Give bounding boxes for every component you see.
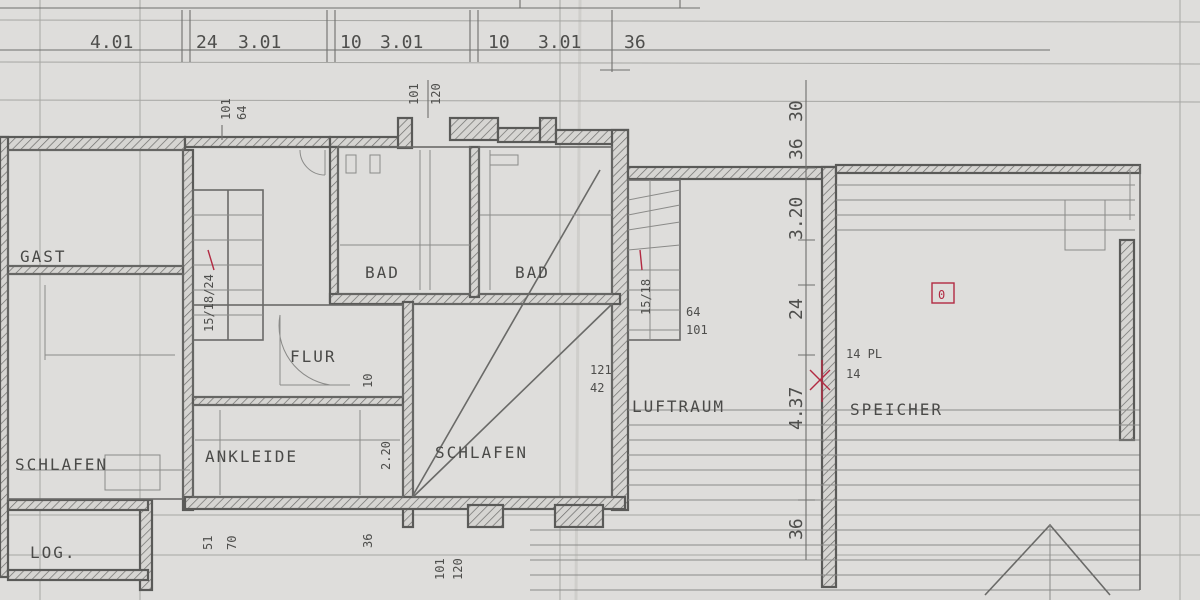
- annotation-rl-top: 14 PL: [846, 347, 882, 361]
- interior-lines: [7, 146, 613, 500]
- dim-bottom-51: 51: [201, 536, 215, 550]
- attic-lines: [530, 165, 1141, 600]
- dim-right-24: 24: [786, 298, 807, 320]
- room-label-luftraum: LUFTRAUM: [632, 397, 725, 416]
- dim-stair-left-64: 64: [235, 106, 249, 120]
- right-vertical-dimensions: [798, 80, 815, 560]
- stair-left-steps: 15/18/24: [202, 274, 216, 332]
- room-label-ankleide: ANKLEIDE: [205, 447, 298, 466]
- top-dimension-line: [0, 0, 1050, 72]
- dim-right-30: 30: [786, 100, 807, 122]
- dim-door-42: 42: [590, 381, 604, 395]
- dim-top-3-01-a: 3.01: [238, 32, 281, 53]
- dim-door-121: 121: [590, 363, 612, 377]
- stair-right: [627, 179, 681, 341]
- room-label-log: LOG.: [30, 543, 77, 562]
- dim-stair-right-101: 101: [686, 323, 708, 337]
- dim-top-24: 24: [196, 32, 218, 53]
- room-label-schlafen-mid: SCHLAFEN: [435, 443, 528, 462]
- dim-stair-right-64: 64: [686, 305, 700, 319]
- dim-bottom-120: 120: [451, 558, 465, 580]
- room-label-schlafen-left: SCHLAFEN: [15, 455, 108, 474]
- dim-top-10-b: 10: [488, 32, 510, 53]
- room-label-flur: FLUR: [290, 347, 337, 366]
- walls: [0, 116, 1142, 592]
- dim-top-3-01-b: 3.01: [380, 32, 423, 53]
- dim-stair-left-101: 101: [219, 98, 233, 120]
- marker-box: [931, 282, 955, 304]
- dim-top-4-01: 4.01: [90, 32, 133, 53]
- dim-top-36: 36: [624, 32, 646, 53]
- dim-bad-120: 120: [429, 83, 443, 105]
- dim-bad-101: 101: [407, 83, 421, 105]
- stair-left: [192, 189, 264, 341]
- dim-right-36: 36: [786, 138, 807, 160]
- dim-mid-2-20: 2.20: [379, 441, 393, 470]
- red-annotations: [207, 249, 955, 402]
- room-label-gast: GAST: [20, 247, 67, 266]
- dim-right-3-20: 3.20: [786, 197, 807, 240]
- dim-right-36-bottom: 36: [786, 518, 807, 540]
- dim-bottom-70: 70: [225, 536, 239, 550]
- dim-right-4-37: 4.37: [786, 387, 807, 430]
- stair-right-steps: 15/18: [639, 279, 653, 315]
- room-label-speicher: SPEICHER: [850, 400, 943, 419]
- room-label-bad-1: BAD: [365, 263, 400, 282]
- dim-top-10-a: 10: [340, 32, 362, 53]
- dim-flur-10: 10: [361, 374, 375, 388]
- room-label-bad-2: BAD: [515, 263, 550, 282]
- dim-bottom-101: 101: [433, 558, 447, 580]
- annotation-rl-bottom: 14: [846, 367, 860, 381]
- dim-ankleide-36: 36: [361, 534, 375, 548]
- marker-label: 0: [938, 288, 945, 302]
- dim-top-3-01-c: 3.01: [538, 32, 581, 53]
